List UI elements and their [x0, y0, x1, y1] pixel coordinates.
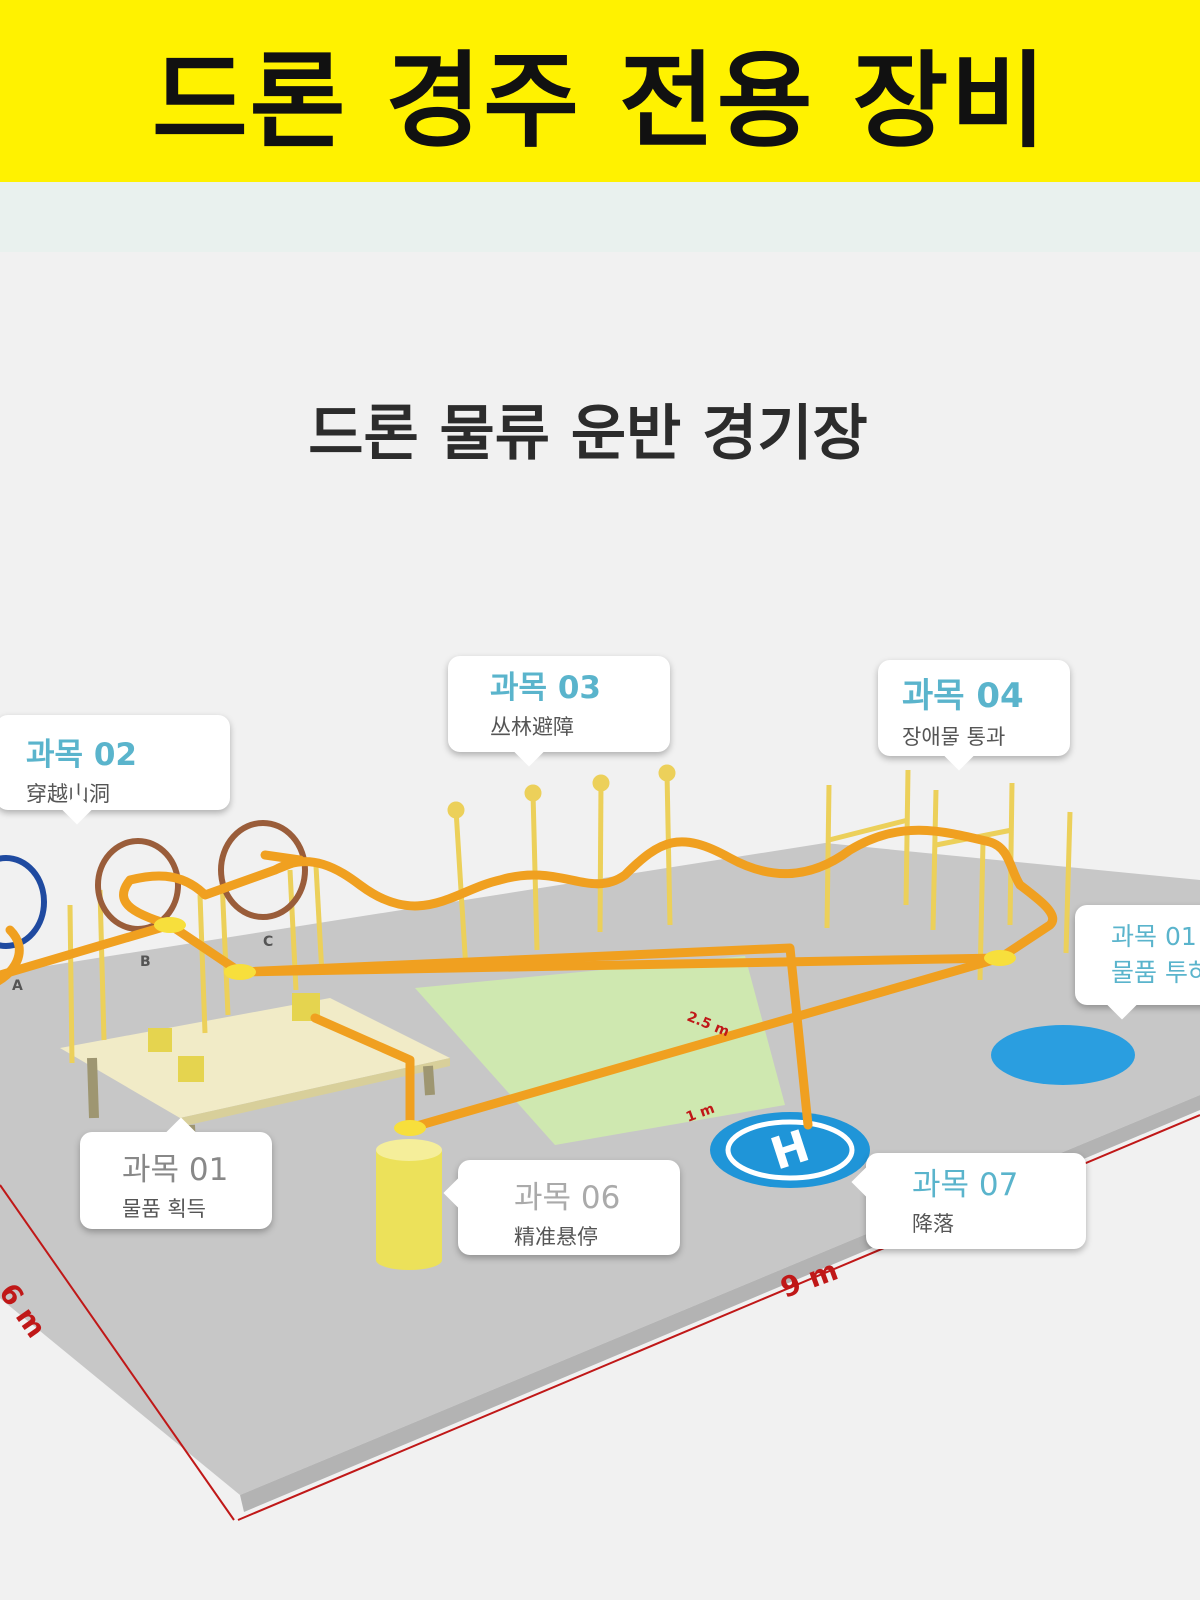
- ring-label-a: A: [12, 978, 23, 994]
- callout-subject-04: 과목 04 장애물 통과: [878, 660, 1070, 756]
- callout-desc: 精准悬停: [514, 1225, 598, 1249]
- callout-desc: 穿越山洞: [26, 782, 110, 806]
- dim-line-depth: [0, 1184, 235, 1521]
- callout-subject-01-drop: 과목 01 물품 투하: [1075, 905, 1200, 1005]
- callout-title: 과목 03: [490, 670, 601, 706]
- callout-subject-01-pickup: 과목 01 물품 획득: [80, 1132, 272, 1229]
- callout-title: 과목 01: [1111, 922, 1197, 951]
- callout-subject-03: 과목 03 丛林避障: [448, 656, 670, 752]
- ring-label-b: B: [140, 954, 151, 970]
- drop-zone: [991, 1025, 1135, 1085]
- pickup-table: [60, 998, 450, 1118]
- landing-cylinder: [376, 1150, 442, 1260]
- callout-subject-06: 과목 06 精准悬停: [458, 1160, 680, 1255]
- callout-desc: 降落: [912, 1212, 954, 1236]
- pickup-table-edge: [180, 1058, 450, 1127]
- ring-label-c: C: [263, 934, 273, 950]
- callout-desc: 장애물 통과: [902, 725, 1006, 749]
- waypoints: [154, 917, 1016, 1136]
- helipad-ring: [725, 1119, 855, 1181]
- title-banner: 드론 경주 전용 장비: [0, 0, 1200, 182]
- callout-desc: 물품 투하: [1111, 958, 1200, 987]
- cargo-box: [148, 1028, 172, 1052]
- flight-path: [0, 825, 1058, 1133]
- green-zone: [415, 956, 785, 1145]
- arena-subtitle: 드론 물류 운반 경기장: [308, 399, 868, 469]
- cargo-box: [178, 1056, 204, 1082]
- callout-desc: 물품 획득: [122, 1197, 206, 1221]
- callout-title: 과목 02: [26, 737, 137, 773]
- callout-title: 과목 07: [912, 1167, 1019, 1203]
- callout-title: 과목 01: [122, 1152, 229, 1188]
- callout-subject-07: 과목 07 降落: [866, 1153, 1086, 1249]
- callout-subject-02: 과목 02 穿越山洞: [0, 715, 230, 810]
- tunnel-rings: [0, 820, 308, 949]
- banner-strip: [0, 182, 1200, 252]
- page-title: 드론 경주 전용 장비: [151, 39, 1049, 162]
- callout-title: 과목 04: [902, 676, 1024, 716]
- callout-title: 과목 06: [514, 1180, 621, 1216]
- callout-desc: 丛林避障: [490, 715, 574, 739]
